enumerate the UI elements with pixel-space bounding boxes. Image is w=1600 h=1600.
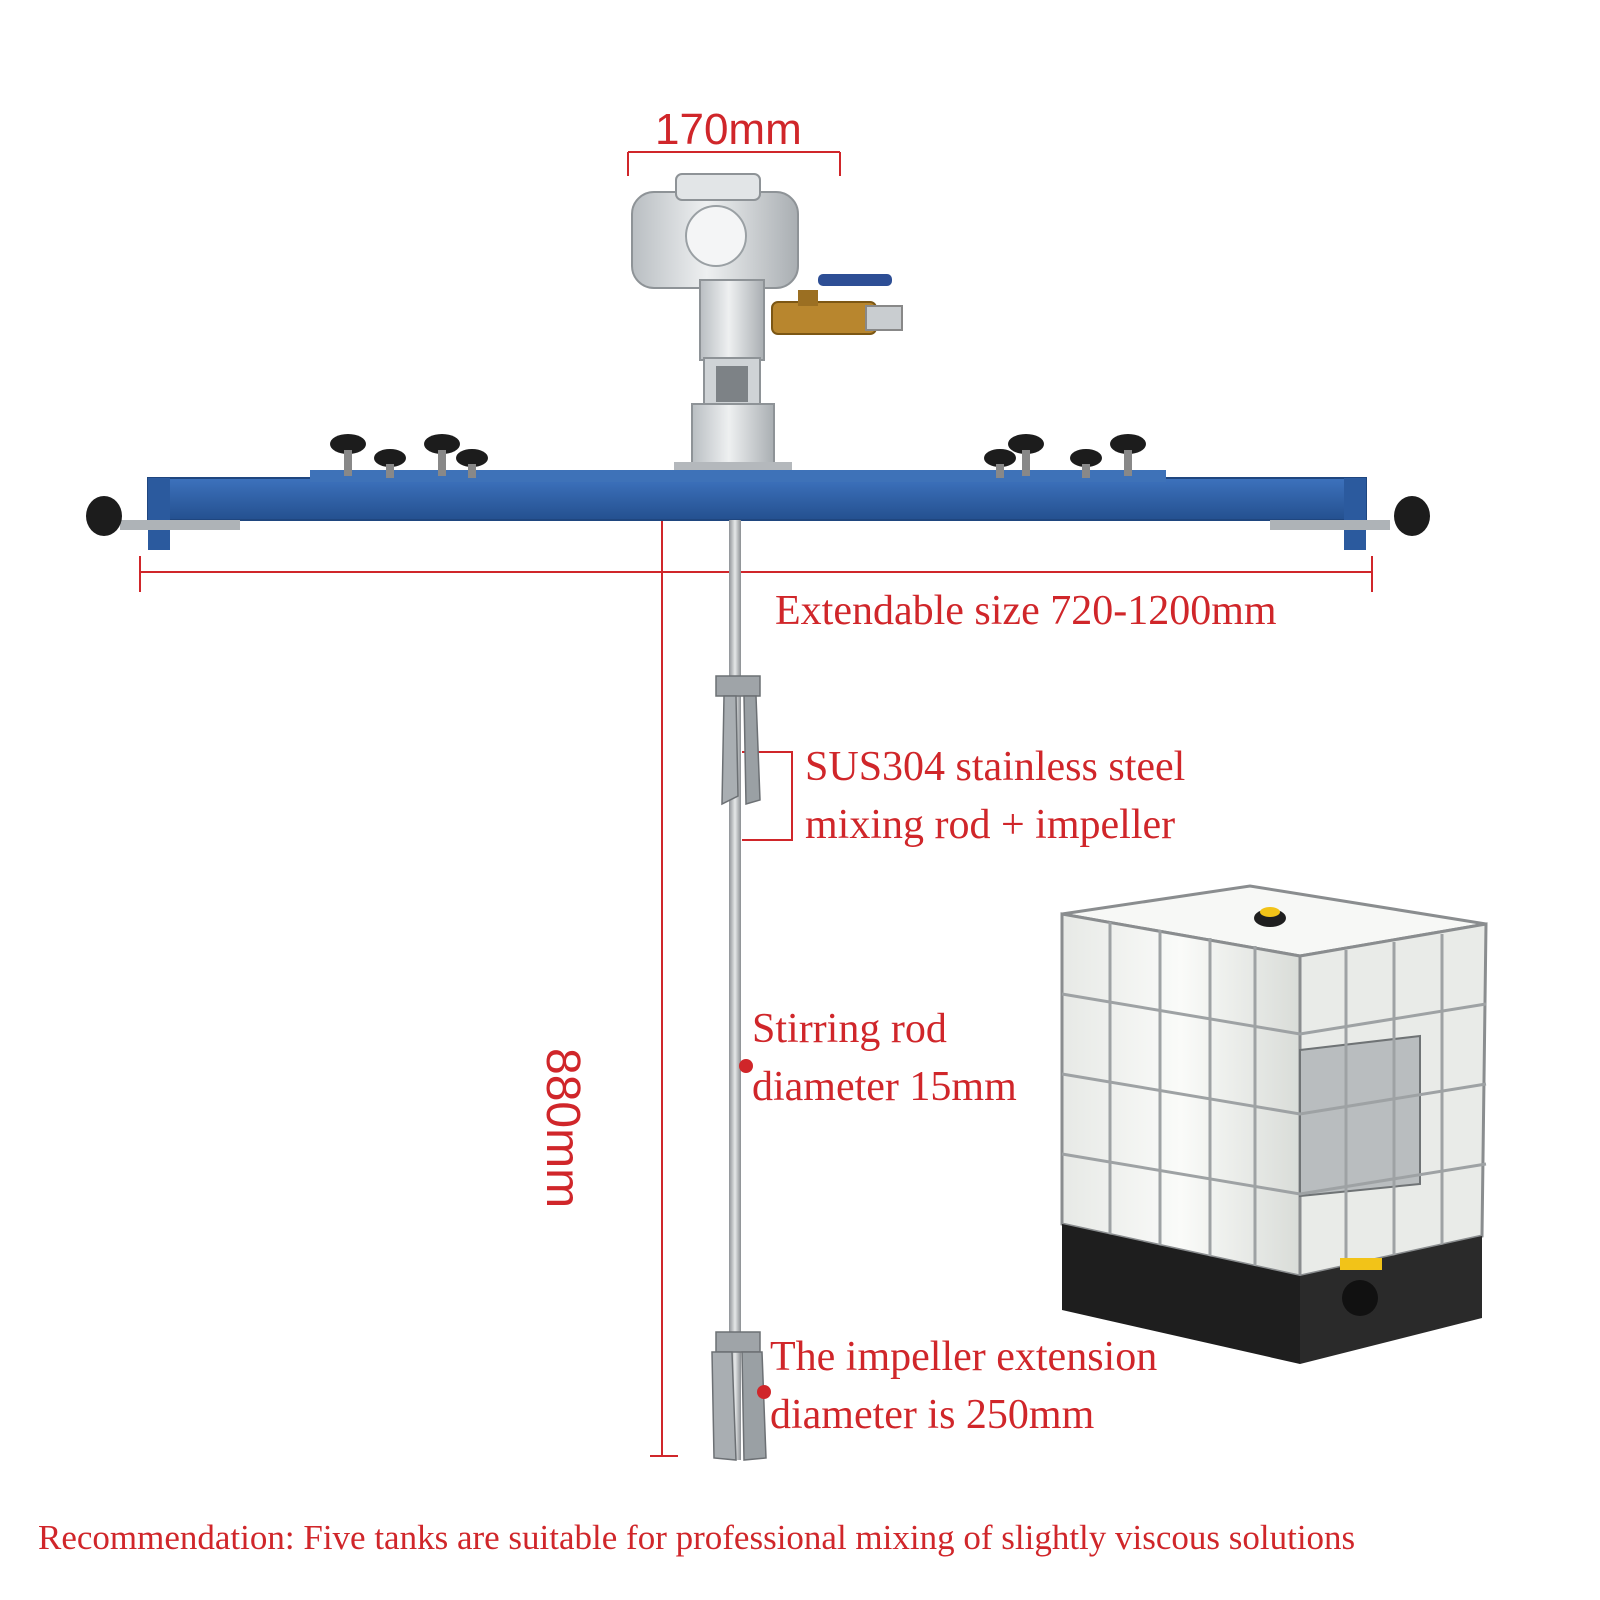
rod-length-label: 880mm bbox=[536, 1048, 589, 1209]
air-valve-icon bbox=[771, 274, 903, 335]
mixing-rod-annotation-line: SUS304 stainless steel bbox=[805, 744, 1186, 790]
impeller-diameter-annotation: The impeller extension diameter is 250mm bbox=[770, 1328, 1157, 1444]
rod-diameter-annotation-line: diameter 15mm bbox=[752, 1064, 1017, 1110]
motor-width-label: 170mm bbox=[655, 105, 802, 154]
marker-dots bbox=[739, 1059, 771, 1399]
dimension-lines bbox=[139, 151, 1373, 1457]
impeller-diameter-annotation-line: The impeller extension bbox=[770, 1334, 1158, 1380]
rod-diameter-annotation-line: Stirring rod bbox=[752, 1006, 947, 1052]
recommendation-text: Recommendation: Five tanks are suitable … bbox=[38, 1518, 1356, 1557]
mixing-rod-annotation-line: mixing rod + impeller bbox=[805, 802, 1176, 848]
mixing-rod-annotation: SUS304 stainless steel mixing rod + impe… bbox=[805, 738, 1185, 854]
extendable-size-label: Extendable size 720-1200mm bbox=[775, 588, 1277, 634]
impeller-diameter-annotation-line: diameter is 250mm bbox=[770, 1392, 1095, 1438]
mixing-rod bbox=[711, 520, 767, 1461]
ibc-tank-icon bbox=[1060, 884, 1488, 1364]
mounting-bar bbox=[120, 470, 1390, 550]
air-motor-icon bbox=[631, 173, 799, 476]
rod-diameter-annotation: Stirring rod diameter 15mm bbox=[752, 1000, 1017, 1116]
clamp-knob-icon bbox=[86, 434, 1430, 536]
